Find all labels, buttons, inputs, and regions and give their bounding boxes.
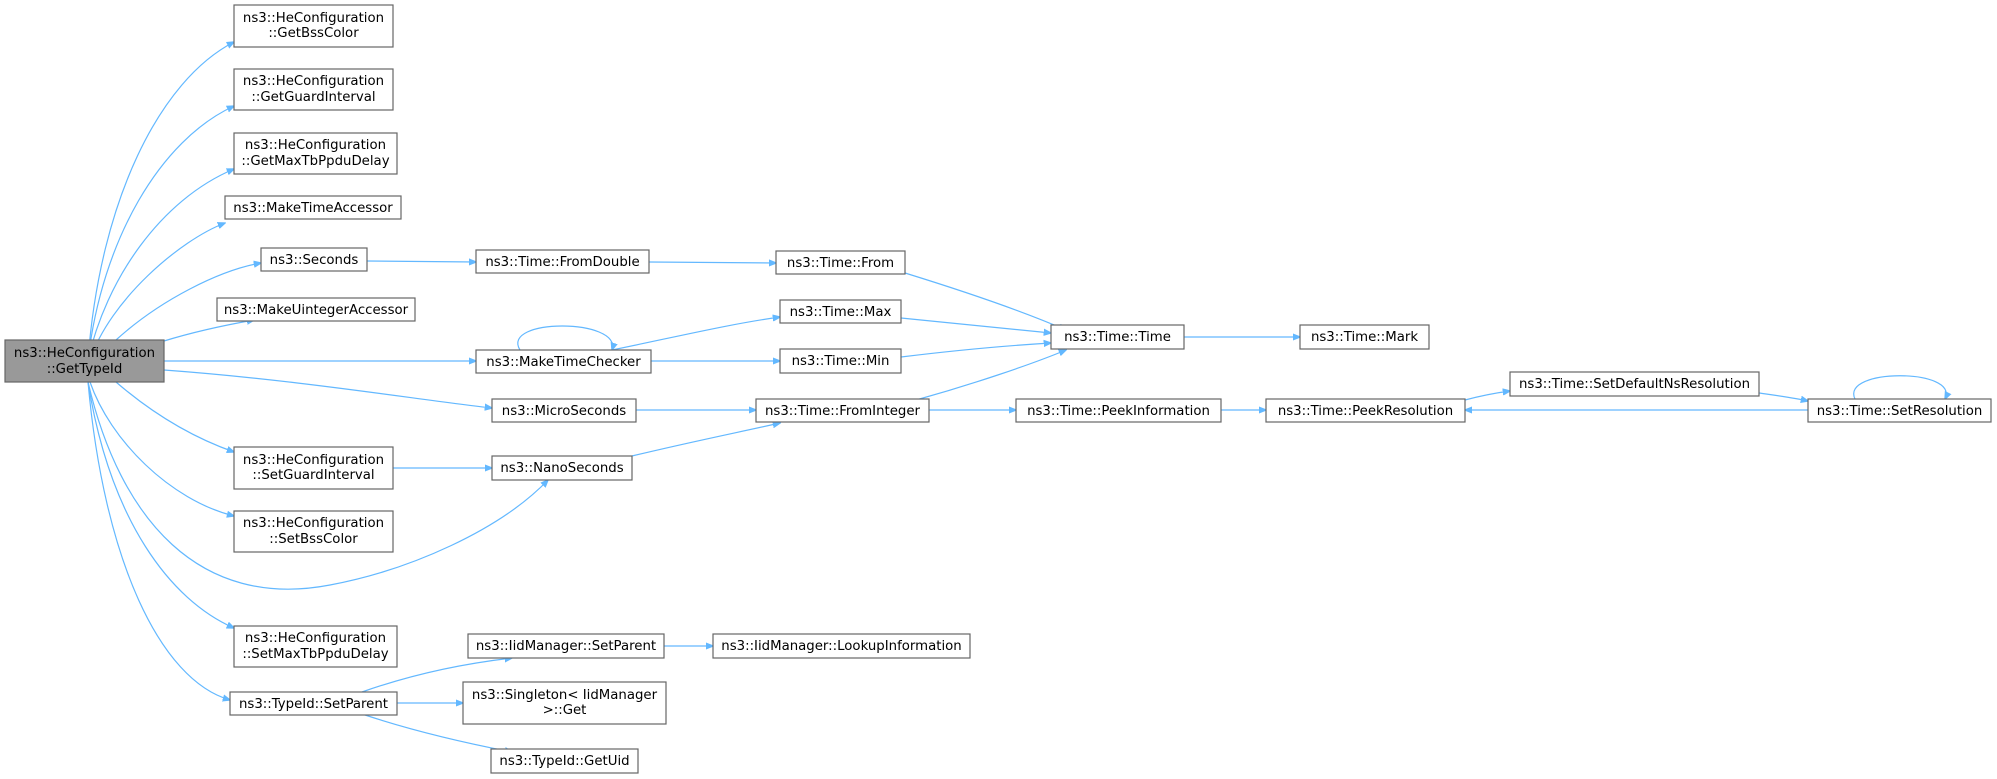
node-heconfiguration-getguardinterval[interactable]: ns3::HeConfiguration ::GetGuardInterval [233,68,394,111]
edge-from-timetime [904,272,1066,330]
node-maketimeaccessor[interactable]: ns3::MakeTimeAccessor [224,195,402,220]
node-singleton-iidmanager-get[interactable]: ns3::Singleton< IidManager >::Get [462,681,667,725]
svg-text:ns3::Seconds: ns3::Seconds [270,253,359,268]
svg-text:ns3::Time::SetResolution: ns3::Time::SetResolution [1817,404,1983,419]
edge-gettypeid-nanoseconds [87,381,548,590]
node-time-min[interactable]: ns3::Time::Min [779,348,902,374]
edge-gettypeid-microseconds [163,369,492,408]
svg-text:ns3::NanoSeconds: ns3::NanoSeconds [500,461,623,476]
node-iidmanager-setparent[interactable]: ns3::IidManager::SetParent [467,633,665,659]
svg-text:ns3::MakeTimeChecker: ns3::MakeTimeChecker [486,355,641,370]
node-time-mark[interactable]: ns3::Time::Mark [1299,324,1430,350]
node-time-frominteger[interactable]: ns3::Time::FromInteger [755,398,930,423]
node-maketimechecker[interactable]: ns3::MakeTimeChecker [475,349,652,374]
svg-text:ns3::HeConfiguration: ns3::HeConfiguration [243,453,384,468]
svg-text:::GetBssColor: ::GetBssColor [268,26,359,41]
node-nanoseconds[interactable]: ns3::NanoSeconds [491,455,633,481]
edge-gettypeid-maketimeaccessor [89,223,225,361]
svg-text:ns3::HeConfiguration: ns3::HeConfiguration [243,11,384,26]
svg-text:::SetBssColor: ::SetBssColor [269,532,358,547]
edge-seconds-fromdouble [366,261,476,262]
svg-text:ns3::HeConfiguration: ns3::HeConfiguration [245,631,386,646]
edge-fromint-timetime [915,350,1066,401]
svg-text:ns3::Time::Mark: ns3::Time::Mark [1311,330,1418,345]
svg-text:::SetGuardInterval: ::SetGuardInterval [252,468,374,483]
node-time-peekresolution[interactable]: ns3::Time::PeekResolution [1265,398,1466,423]
svg-text:ns3::Time::PeekResolution: ns3::Time::PeekResolution [1278,404,1453,419]
svg-text:ns3::TypeId::SetParent: ns3::TypeId::SetParent [239,697,388,712]
svg-text:::GetMaxTbPpduDelay: ::GetMaxTbPpduDelay [241,154,389,169]
node-iidmanager-lookupinformation[interactable]: ns3::IidManager::LookupInformation [712,633,971,659]
node-typeid-getuid[interactable]: ns3::TypeId::GetUid [490,748,639,774]
svg-text:ns3::Time::FromInteger: ns3::Time::FromInteger [765,404,921,419]
edge-maketimechecker-max [611,317,780,351]
svg-text:ns3::MicroSeconds: ns3::MicroSeconds [502,404,626,419]
node-time-fromdouble[interactable]: ns3::Time::FromDouble [475,249,650,274]
svg-text:ns3::Time::FromDouble: ns3::Time::FromDouble [485,255,639,270]
svg-text:ns3::MakeTimeAccessor: ns3::MakeTimeAccessor [233,201,393,216]
node-heconfiguration-getbsscolor[interactable]: ns3::HeConfiguration ::GetBssColor [233,4,394,48]
svg-text:ns3::Time::Time: ns3::Time::Time [1064,330,1171,345]
edge-gettypeid-makeuintegeraccessor [163,320,254,342]
node-heconfiguration-getmaxtbppdudelay[interactable]: ns3::HeConfiguration ::GetMaxTbPpduDelay [233,132,398,175]
svg-text:ns3::HeConfiguration: ns3::HeConfiguration [245,138,386,153]
svg-text:ns3::HeConfiguration: ns3::HeConfiguration [243,516,384,531]
node-makeuintegeraccessor[interactable]: ns3::MakeUintegerAccessor [216,297,416,322]
edge-gettypeid-getmaxtbppdudelay [87,169,234,361]
svg-text:::GetGuardInterval: ::GetGuardInterval [251,90,375,105]
svg-text:ns3::Time::Max: ns3::Time::Max [790,305,892,320]
svg-text:ns3::HeConfiguration: ns3::HeConfiguration [243,74,384,89]
edge-min-timetime [900,343,1051,358]
svg-text:ns3::Time::Min: ns3::Time::Min [792,354,890,369]
svg-text:ns3::HeConfiguration: ns3::HeConfiguration [14,346,155,361]
edge-gettypeid-getguardinterval [87,106,234,361]
svg-text:ns3::MakeUintegerAccessor: ns3::MakeUintegerAccessor [224,303,409,318]
svg-text:ns3::Time::PeekInformation: ns3::Time::PeekInformation [1027,404,1210,419]
node-time-setresolution[interactable]: ns3::Time::SetResolution [1807,398,1992,423]
svg-text:ns3::TypeId::GetUid: ns3::TypeId::GetUid [499,754,629,769]
node-time-max[interactable]: ns3::Time::Max [779,299,902,324]
svg-text:::GetTypeId: ::GetTypeId [47,362,123,377]
edge-gettypeid-setguardinterval [115,381,234,452]
node-heconfiguration-gettypeid[interactable]: ns3::HeConfiguration ::GetTypeId [4,339,165,383]
node-heconfiguration-setguardinterval[interactable]: ns3::HeConfiguration ::SetGuardInterval [233,446,394,490]
node-time-from[interactable]: ns3::Time::From [775,250,906,275]
edge-peekres-setdefaultnsres [1464,391,1510,401]
node-heconfiguration-setmaxtbppdudelay[interactable]: ns3::HeConfiguration ::SetMaxTbPpduDelay [233,625,398,668]
node-seconds[interactable]: ns3::Seconds [260,247,368,272]
edge-setres-self [1853,375,1947,399]
svg-text:>::Get: >::Get [543,703,587,718]
edge-typeidsetparent-iidsetparent [361,658,512,693]
node-microseconds[interactable]: ns3::MicroSeconds [491,398,637,423]
svg-text:ns3::Time::From: ns3::Time::From [787,256,894,271]
edge-maketimechecker-self [517,325,613,350]
edge-max-timetime [900,317,1051,333]
edge-gettypeid-typeidsetparent [87,381,230,700]
edge-setdefaultnsres-setres [1758,392,1808,401]
node-time-peekinformation[interactable]: ns3::Time::PeekInformation [1015,398,1222,423]
node-heconfiguration-setbsscolor[interactable]: ns3::HeConfiguration ::SetBssColor [233,510,394,553]
svg-text:ns3::Singleton< IidManager: ns3::Singleton< IidManager [472,688,658,703]
edge-gettypeid-getbsscolor [87,42,234,361]
edge-gettypeid-setbsscolor [89,381,234,516]
edge-fromdouble-from [648,262,776,263]
edge-nanoseconds-fromint [631,423,780,457]
node-typeid-setparent[interactable]: ns3::TypeId::SetParent [229,691,398,716]
svg-text:ns3::Time::SetDefaultNsResolut: ns3::Time::SetDefaultNsResolution [1519,377,1750,392]
edge-gettypeid-setmaxtbppdudelay [87,381,234,628]
node-time-time[interactable]: ns3::Time::Time [1050,324,1185,350]
svg-text:ns3::IidManager::SetParent: ns3::IidManager::SetParent [476,639,656,654]
node-time-setdefaultnsresolution[interactable]: ns3::Time::SetDefaultNsResolution [1509,371,1760,397]
edge-gettypeid-seconds [115,263,261,341]
svg-text:ns3::IidManager::LookupInforma: ns3::IidManager::LookupInformation [721,639,961,654]
svg-text:::SetMaxTbPpduDelay: ::SetMaxTbPpduDelay [242,647,388,662]
